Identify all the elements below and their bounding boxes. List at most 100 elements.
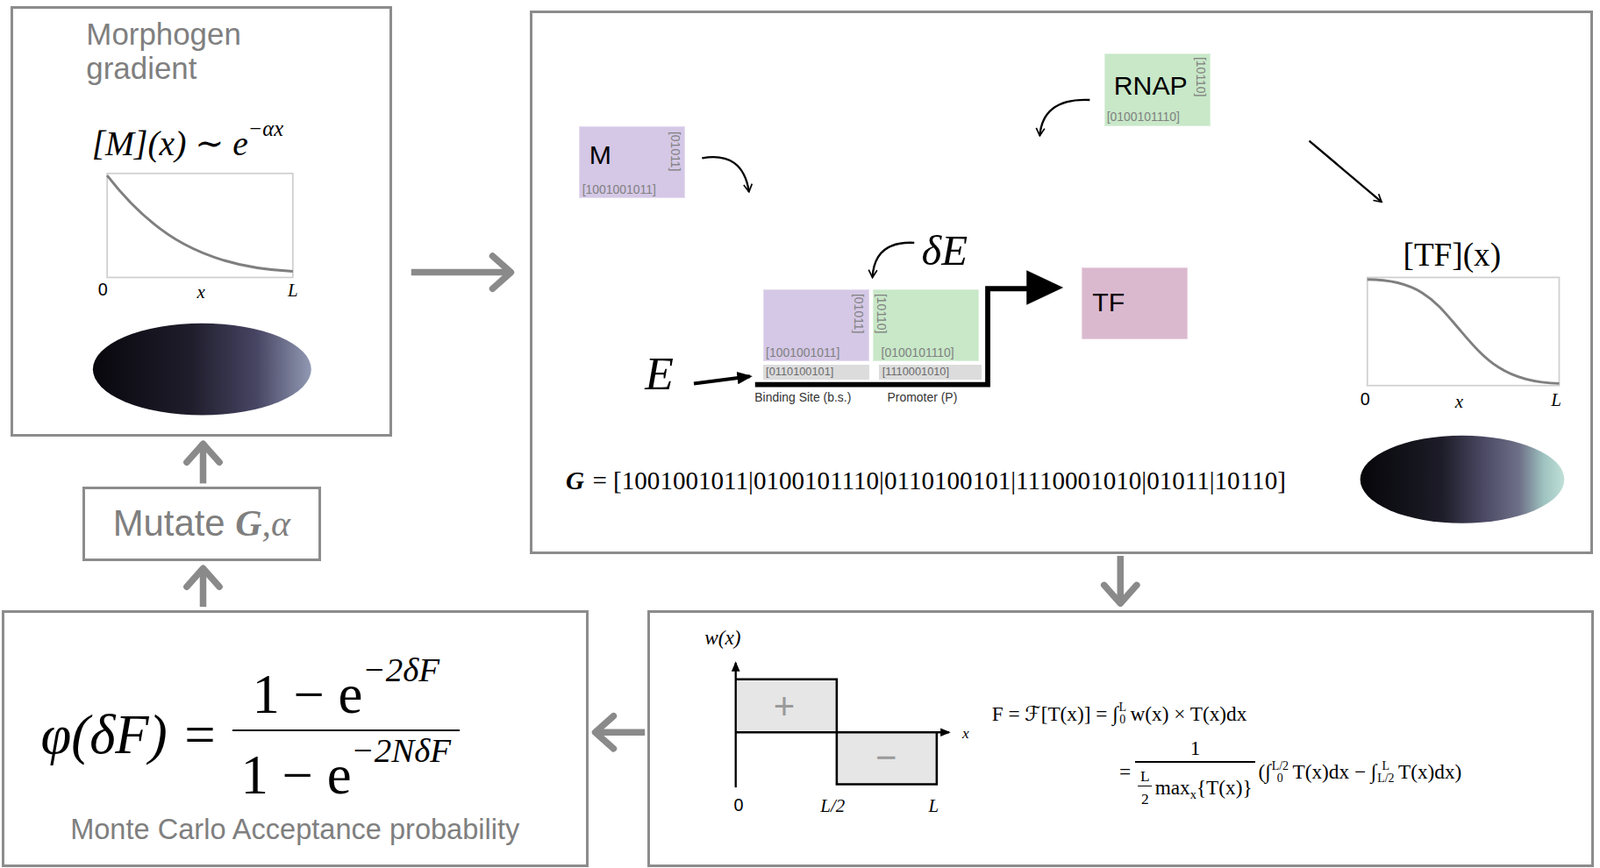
formula-group: =1L2maxx{T(x)}(∫L/20T(x)dx − ∫LL/2T(x)dx… [1119, 736, 1462, 808]
formula-text: 0 [1360, 389, 1371, 410]
formula-text: L [287, 279, 299, 301]
panel-caption: Monte Carlo Acceptance probability [70, 814, 520, 847]
formula-group: − [875, 736, 897, 779]
numerator: 1 − e−2δF [232, 663, 460, 730]
decay-curve [107, 175, 293, 272]
gene-line [755, 288, 1031, 385]
formula-group: + [773, 685, 795, 729]
bit-string: [1001001011] [765, 345, 840, 360]
formula-text: = [1119, 760, 1131, 785]
formula-text: L [1550, 389, 1562, 411]
formula-group: L [1550, 389, 1562, 411]
denominator: 2 [1137, 785, 1152, 808]
integral-limits: L/20 [1271, 760, 1289, 786]
formula-group: 0 [733, 795, 743, 816]
denominator: 1 − e−2NδF [232, 729, 460, 808]
formula-group: L [928, 795, 940, 817]
formula-text: {T(x)} [1196, 776, 1253, 800]
formula-group: L/2 [820, 795, 845, 817]
flow-arrow [595, 716, 646, 750]
formula-group: 0 [98, 279, 108, 300]
formula-text: 0 [98, 279, 108, 300]
energy-arrow [872, 242, 915, 279]
plot-frame [1367, 277, 1560, 386]
text-row: [10110] [1193, 57, 1208, 97]
parameter-symbol: ,α [262, 502, 291, 545]
formula-text: w(x) × T(x)dx [1130, 702, 1248, 727]
text-row: TF [1092, 287, 1125, 319]
text-row: [0110100101] [765, 364, 834, 379]
step-label: Mutate [113, 502, 226, 545]
formula-group: L [287, 279, 299, 301]
binding-arrow [1039, 100, 1090, 136]
panel-heading: Morphogen gradient [85, 17, 325, 86]
text-row: [10110] [874, 293, 889, 334]
formula-text: (∫ [1258, 760, 1272, 785]
formula-group: 0 [1360, 389, 1371, 410]
bit-string: [1001001011] [582, 182, 657, 197]
numerator: 1 [1135, 736, 1256, 762]
formula-text: − [875, 736, 897, 779]
text-row: G= [1001001011|0100101110|0110100101|111… [565, 466, 1286, 496]
genome-symbol: G [235, 502, 262, 545]
text-row: [01011] [668, 131, 683, 172]
superscript: −αx [248, 116, 284, 142]
weight-area [735, 679, 837, 733]
axis-title: w(x) [704, 626, 741, 650]
text-row: [0100101110] [881, 345, 955, 360]
integral-limits: LL/2 [1377, 760, 1394, 786]
species-name: TF [1092, 287, 1125, 319]
panel-box: M [01011] [1001001011] RNAP [10110] [01001011… [529, 10, 1593, 555]
panel-box: w(x) [647, 610, 1595, 868]
bit-string: [1110001010] [882, 364, 950, 379]
sigmoid-curve [1367, 279, 1560, 385]
formula-group: [M](x) ∼ e−αx [92, 124, 284, 165]
weight-area [836, 732, 937, 785]
text-row: Morphogen gradient [85, 17, 325, 86]
text-row: [1110001010] [882, 364, 950, 379]
bit-string: [0100101110] [1107, 109, 1180, 124]
arrow-head [595, 716, 615, 750]
formula-text: 1 − e [240, 743, 351, 808]
genome-bits: = [1001001011|0100101110|0110100101|1110… [592, 466, 1286, 496]
arrow-head [186, 568, 220, 587]
formula-text: x [197, 281, 206, 303]
text-row: Binding Site (b.s.) [754, 390, 851, 405]
text-row: RNAP [1114, 71, 1188, 102]
text-row: M [589, 140, 612, 172]
plot-axis [735, 663, 737, 788]
fraction: 1 − e−2δF1 − e−2NδF [232, 663, 460, 808]
formula-text: 1 [1190, 736, 1201, 761]
embryo-ellipse [1360, 435, 1565, 524]
energy-arrow [693, 376, 750, 384]
text-row: [1001001011] [582, 182, 657, 197]
genome-symbol: G [565, 466, 585, 496]
species-name: RNAP [1114, 71, 1188, 102]
arrow-head [1104, 585, 1137, 604]
superscript: −2NδF [351, 731, 452, 772]
fraction: 1L2maxx{T(x)} [1135, 736, 1256, 808]
text-row: MutateG,α [85, 502, 318, 545]
arrow-shaft [411, 269, 510, 277]
upper-limit: L/2 [1271, 760, 1289, 773]
bound-polymerase-box: [10110] [0100101110] [872, 289, 979, 363]
product-box: TF [1081, 267, 1188, 339]
bound-protein-box: [01011] [1001001011] [763, 289, 870, 363]
region-label: Binding Site (b.s.) [754, 390, 851, 405]
formula-text: L [928, 795, 940, 817]
flow-arrow [1104, 556, 1137, 604]
formula-text: L/2 [820, 795, 845, 817]
formula-text: E [644, 347, 674, 402]
output-arrow [1308, 141, 1382, 203]
transcription-head [1026, 270, 1064, 306]
text-row: [1001001011] [765, 345, 840, 360]
protein-box: RNAP [10110] [0100101110] [1104, 53, 1211, 127]
lower-limit: L/2 [1377, 772, 1394, 786]
binding-arrow [701, 157, 750, 193]
formula-text: F = ℱ[T(x)] = ∫ [992, 702, 1119, 727]
formula-text: T(x)dx − ∫ [1292, 760, 1378, 785]
text-row: [01011] [851, 293, 866, 334]
formula-text: [TF](x) [1402, 236, 1501, 275]
bit-string: [0110100101] [765, 364, 834, 379]
